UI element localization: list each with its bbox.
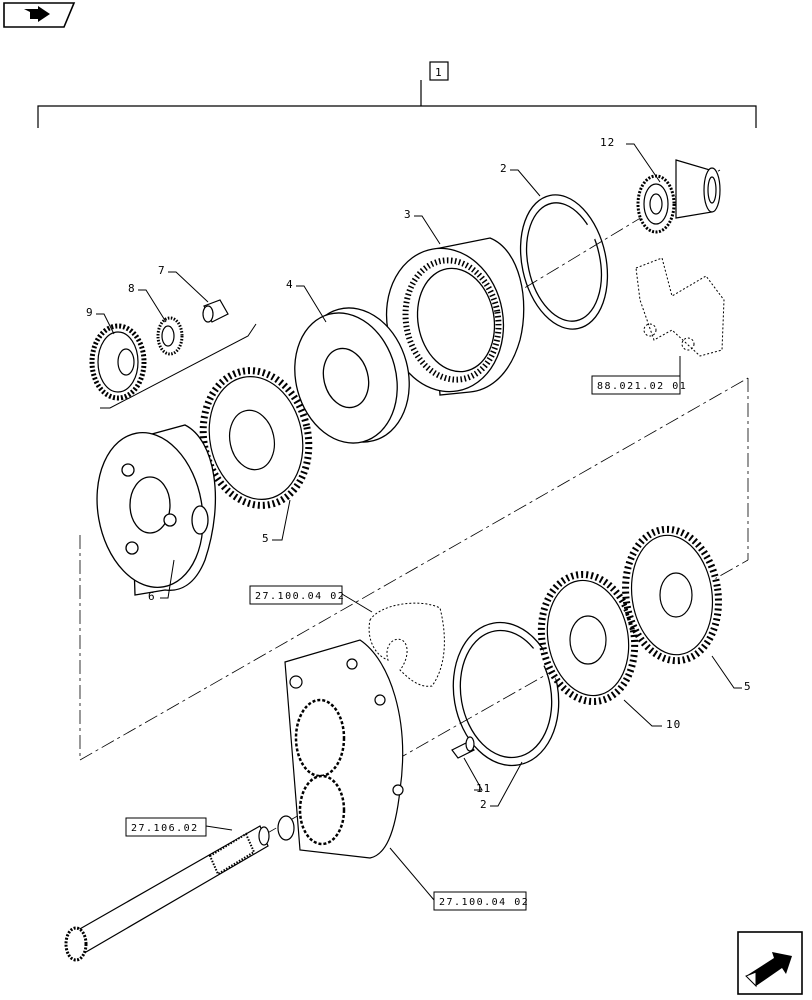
callout-8: 8 [128, 282, 136, 295]
bracket-reference-outline [635, 257, 725, 357]
ref-label: 88.021.02 01 [597, 381, 687, 392]
part-11-bolt [451, 736, 475, 759]
part-10-brake-disc [537, 570, 639, 706]
callout-numbers: 12 2 3 4 7 8 9 5 6 5 10 11 2 [86, 136, 752, 811]
callout-3: 3 [404, 208, 412, 221]
callout-7: 7 [158, 264, 166, 277]
back-arrow-icon [24, 6, 50, 22]
ref-27-100-04-02-housing[interactable]: 27.100.04 02 [433, 891, 529, 911]
part-2-snap-ring-upper [519, 194, 609, 330]
part-5-toothed-disc-left [199, 367, 313, 509]
ref-88-021-02-01[interactable]: 88.021.02 01 [591, 375, 687, 395]
callout-12: 12 [600, 136, 615, 149]
axle-shaft [64, 825, 270, 962]
ref-27-100-04-02-plate[interactable]: 27.100.04 02 [249, 585, 345, 605]
housing-reference [277, 639, 404, 859]
part-3-ring-gear [385, 237, 525, 396]
part-9-planet-gear [89, 323, 147, 401]
next-page-button[interactable] [737, 931, 803, 995]
part-5-toothed-disc-right [622, 525, 722, 665]
plate-reference-outline [368, 602, 445, 687]
callout-2-upper: 2 [500, 162, 508, 175]
callout-5-left: 5 [262, 532, 270, 545]
callout-9: 9 [86, 306, 94, 319]
callout-2-lower: 2 [480, 798, 488, 811]
planet-guide-line [100, 323, 257, 409]
part-4-thrust-washer [294, 307, 410, 444]
ref-label: 27.106.02 [131, 823, 199, 834]
callout-5-right: 5 [744, 680, 752, 693]
assembly-label-box [429, 61, 449, 81]
part-7-pin [202, 299, 229, 323]
ref-label: 27.100.04 02 [439, 897, 529, 908]
part-2-snap-ring-lower [452, 621, 560, 767]
prev-page-button[interactable] [3, 2, 76, 28]
callout-6: 6 [148, 590, 156, 603]
ref-label: 27.100.04 02 [255, 591, 345, 602]
callout-4: 4 [286, 278, 294, 291]
part-12-pinion [636, 159, 721, 234]
callout-11: 11 [476, 782, 491, 795]
assembly-label: 1 [435, 66, 443, 79]
ref-27-106-02[interactable]: 27.106.02 [125, 817, 207, 837]
part-6-planet-carrier [96, 424, 216, 596]
assembly-bracket [37, 61, 757, 128]
leader-lines [96, 143, 742, 901]
part-8-needle-bearing [156, 316, 184, 356]
callout-10: 10 [666, 718, 681, 731]
forward-arrow-icon [745, 952, 792, 988]
